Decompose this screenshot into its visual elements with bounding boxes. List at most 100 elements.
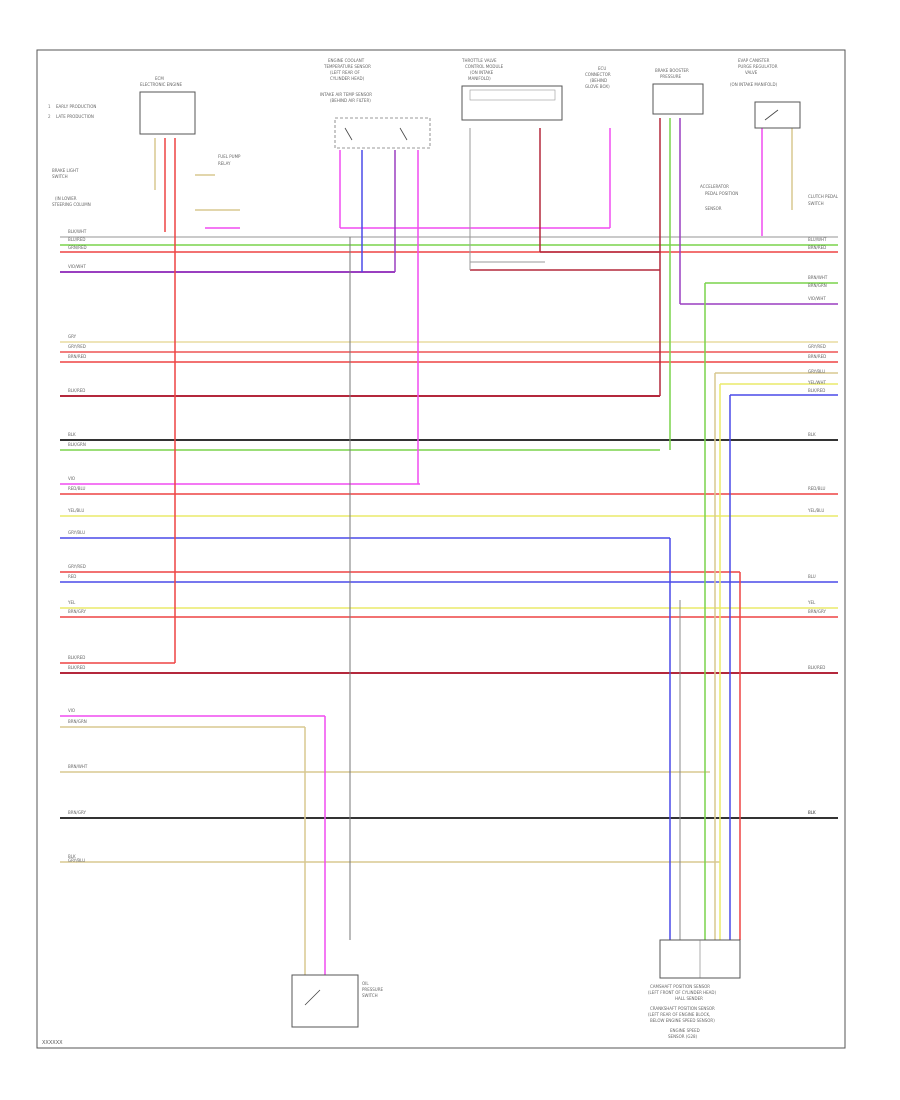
bs-label-0: BRAKE BOOSTER — [655, 68, 689, 73]
ev-label-0: EVAP CANISTER — [738, 58, 770, 63]
right-wire-labels: BLU/WHT BRN/RED BRN/WHT BRN/GRN VIO/WHT BLK GR… — [807, 237, 828, 815]
vertical-wires — [154, 118, 793, 975]
right-wire-label: RED/BLU — [808, 486, 826, 491]
oil-label-0: OIL — [362, 981, 369, 986]
right-wire-label: BRN/GRY — [808, 609, 826, 614]
brake-sensor-box — [652, 83, 704, 115]
ps-label-2: SENSOR — [705, 206, 722, 211]
right-wire-label: BRN/RED — [808, 245, 826, 250]
right-wire-label: GRY/RED — [808, 344, 826, 349]
ecm-top-component: ECM ELECTRONIC ENGINE — [139, 76, 196, 135]
sb-label-6: ENGINE SPEED — [670, 1028, 700, 1033]
left-wire-label: VIO/WHT — [68, 264, 86, 269]
ecu-label-2: (BEHIND — [590, 78, 607, 83]
ev-label-3: (ON INTAKE MANIFOLD) — [730, 82, 778, 87]
right-wire-label: GRY/BLU — [808, 369, 825, 374]
cs-switch-1 — [344, 127, 353, 141]
bsw-label-3: STEERING COLUMN — [52, 202, 91, 207]
left-wire-label: BLK/RED — [68, 388, 85, 393]
right-wire-label: BLK/RED — [808, 388, 825, 393]
left-wire-label: YEL — [67, 600, 76, 605]
cs-switch-2 — [399, 127, 408, 141]
right-wire-label: YEL/BLU — [807, 508, 824, 513]
left-wire-label: GRY/RED — [68, 344, 86, 349]
sb-label-7: SENSOR (G28) — [668, 1034, 698, 1039]
bsw-label-1: SWITCH — [52, 174, 68, 179]
left-wire-label: RED — [68, 574, 76, 579]
left-wire-label: BLK/RED — [68, 665, 85, 670]
sb-label-4: (LEFT REAR OF ENGINE BLOCK, — [648, 1012, 710, 1017]
tu-label-0: THROTTLE VALVE — [461, 58, 497, 63]
throttle-box — [461, 85, 563, 121]
clutch-switch-right: CLUTCH PEDAL SWITCH ACCELERATOR PEDAL PO… — [700, 184, 839, 211]
svg-text:2: 2 — [48, 114, 51, 119]
left-wire-label: BLK — [68, 854, 76, 859]
right-wire-label: BLK — [808, 810, 816, 815]
tu-label-1: CONTROL MODULE — [465, 64, 504, 69]
oil-label-2: SWITCH — [362, 993, 378, 998]
right-wire-label: BLU/WHT — [808, 237, 827, 242]
right-wire-label: BLU — [808, 574, 816, 579]
left-wire-label: GRY — [68, 334, 77, 339]
cs-label-0: ENGINE COOLANT — [328, 58, 365, 63]
brake-switch-component: ENGINE COOLANT TEMPERATURE SENSOR (LEFT … — [320, 58, 431, 149]
sb-label-5: BELOW ENGINE SPEED SENSOR) — [650, 1018, 715, 1023]
legend-late: LATE PRODUCTION — [56, 114, 94, 119]
ecu-label-0: ECU — [598, 66, 606, 71]
ev-label-2: VALVE — [745, 70, 758, 75]
left-wire-label: YEL/BLU — [67, 508, 84, 513]
fuse-relay-component: FUEL PUMP RELAY — [195, 154, 241, 229]
oil-label-1: PRESSURE — [362, 987, 384, 992]
oil-switch-contact — [304, 989, 321, 1006]
evap-switch — [764, 109, 779, 121]
cs-label-4: INTAKE AIR TEMP SENSOR — [320, 92, 372, 97]
ecm-top-label-0: ECM — [155, 76, 164, 81]
legend: 1 EARLY PRODUCTION 2 LATE PRODUCTION — [48, 104, 96, 119]
left-wire-label: BLK — [68, 432, 76, 437]
right-wire-label: BLK/RED — [808, 665, 825, 670]
sb-label-1: (LEFT FRONT OF CYLINDER HEAD) — [648, 990, 716, 995]
page-label: XXXXXX — [42, 1040, 63, 1046]
cl-label-0: CLUTCH PEDAL — [808, 194, 839, 199]
horizontal-wires — [60, 227, 838, 863]
evap-valve-box — [754, 101, 801, 129]
ecu-label-3: GLOVE BOX) — [585, 84, 610, 89]
right-wire-label: YEL — [807, 600, 816, 605]
left-wire-label: GRY/RED — [68, 564, 86, 569]
right-wire-label: VIO/WHT — [808, 296, 826, 301]
cs-label-2: (LEFT REAR OF — [330, 70, 361, 75]
ps-label-0: ACCELERATOR — [700, 184, 729, 189]
left-wire-labels: BLK/WHTBLU/REDGRN/REDVIO/WHTGRYGRY/REDBR… — [67, 229, 88, 863]
fr-label-1: RELAY — [218, 161, 231, 166]
ecm-top-label-1: ELECTRONIC ENGINE — [140, 82, 182, 87]
ps-label-1: PEDAL POSITION — [705, 191, 738, 196]
left-wire-label: BRN/GRY — [68, 810, 86, 815]
brake-switch-side: BRAKE LIGHT SWITCH (IN LOWER STEERING CO… — [52, 168, 91, 207]
left-wire-label: GRY/BLU — [68, 858, 85, 863]
right-wire-label: BRN/RED — [808, 354, 826, 359]
ev-label-1: PURGE REGULATOR — [738, 64, 778, 69]
cl-label-1: SWITCH — [808, 201, 824, 206]
oil-switch-box — [291, 974, 359, 1028]
throttle-inner — [469, 89, 556, 101]
left-wire-label: BRN/WHT — [68, 764, 88, 769]
left-wire-label: BRN/RED — [68, 354, 86, 359]
legend-early: EARLY PRODUCTION — [56, 104, 96, 109]
sb-label-3: CRANKSHAFT POSITION SENSOR — [650, 1006, 715, 1011]
right-wire-label: BRN/WHT — [808, 275, 828, 280]
cs-dashed-box — [334, 117, 431, 149]
sb-label-0: CAMSHAFT POSITION SENSOR — [650, 984, 710, 989]
evap-valve-component: EVAP CANISTER PURGE REGULATOR VALVE (ON … — [730, 58, 801, 129]
ecm-top-box — [139, 91, 196, 135]
cs-label-5: (BEHIND AIR FILTER) — [330, 98, 371, 103]
cs-label-3: CYLINDER HEAD) — [330, 76, 365, 81]
bsw-label-0: BRAKE LIGHT — [52, 168, 79, 173]
right-wire-label: BRN/GRN — [808, 283, 827, 288]
ecu-small-component: ECU CONNECTOR (BEHIND GLOVE BOX) — [585, 66, 611, 89]
left-wire-label: VIO — [68, 476, 75, 481]
bottom-sensor: CAMSHAFT POSITION SENSOR (LEFT FRONT OF … — [648, 939, 741, 1039]
right-wire-label: BLK — [808, 810, 816, 815]
left-wire-label: BLK/GRN — [68, 442, 86, 447]
oil-pressure-switch: OIL PRESSURE SWITCH — [291, 974, 384, 1028]
